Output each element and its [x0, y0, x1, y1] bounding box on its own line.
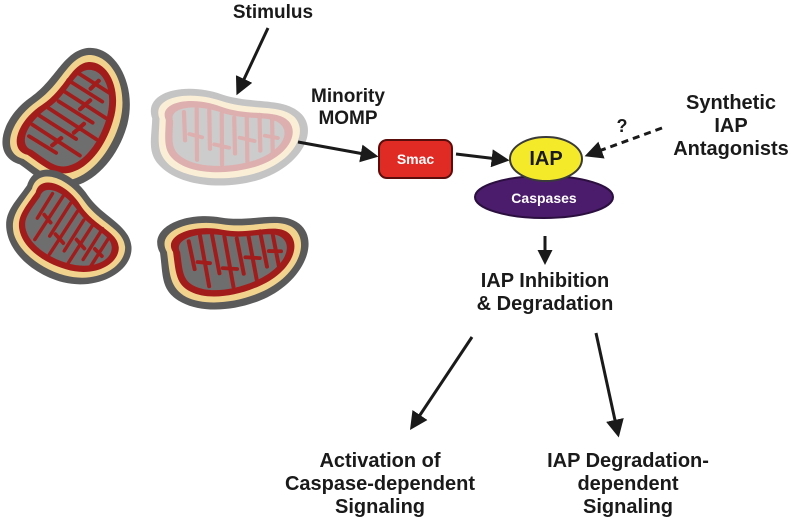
iap-inhibition-label: IAP Inhibition & Degradation — [476, 270, 614, 315]
mitochondrion-bottom-right — [152, 199, 319, 320]
synthetic-iap-antagonists-label: Synthetic IAP Antagonists — [673, 92, 789, 160]
question-mark: ? — [616, 116, 628, 136]
iap-degradation-label: IAP Degradation- dependent Signaling — [547, 450, 709, 518]
activation-arrow — [410, 336, 474, 430]
smac-node — [378, 139, 453, 179]
smac-to-iap-arrow — [455, 149, 510, 168]
antagonist-arrow — [584, 126, 663, 159]
stimulus-arrow — [235, 27, 270, 96]
minority-momp-label: Minority MOMP — [311, 86, 385, 129]
stimulus-label: Stimulus — [232, 2, 314, 23]
iap-label: IAP — [529, 147, 563, 170]
mitochondrion-top-left — [0, 29, 159, 207]
mitochondrion-faded — [148, 87, 309, 188]
smac-label: Smac — [396, 151, 435, 167]
degradation-arrow — [594, 332, 624, 438]
caspases-label: Caspases — [511, 190, 577, 206]
mitochondrion-bottom-left — [0, 157, 151, 313]
momp-arrow — [297, 140, 379, 163]
iap-node — [509, 136, 583, 182]
activation-label: Activation of Caspase-dependent Signalin… — [284, 450, 476, 518]
